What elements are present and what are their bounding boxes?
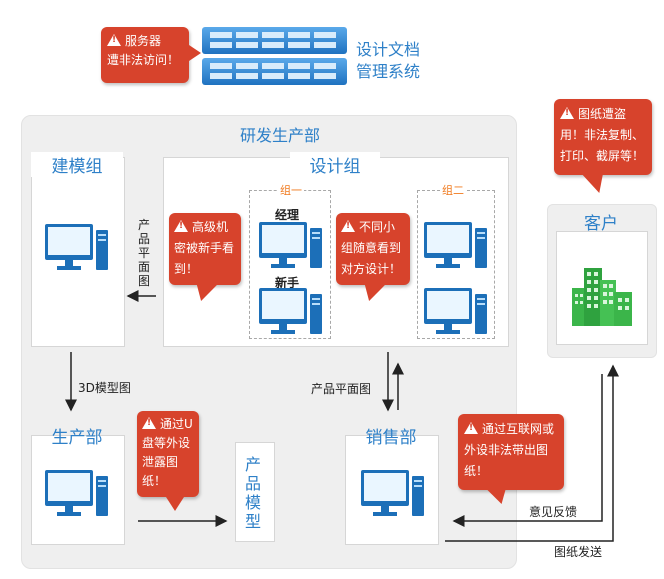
alert-groups: 不同小组随意看到对方设计！ [336, 213, 410, 285]
alert-client: 图纸遭盗用！非法复制、打印、截屏等！ [554, 99, 652, 175]
flow-label-drawing-send: 图纸发送 [554, 545, 603, 559]
server-title-line2: 管理系统 [356, 62, 421, 81]
alert-client-text: 图纸遭盗用！非法复制、打印、截屏等！ [560, 107, 645, 163]
warning-icon [560, 107, 574, 119]
computer-icon-manager [259, 222, 322, 268]
alert-internet: 通过互联网或外设非法带出图纸！ [458, 414, 564, 490]
computer-icon-newbie [259, 288, 322, 334]
computer-icon-production [45, 470, 108, 516]
computer-icon-modeling [45, 224, 108, 270]
warning-icon [107, 34, 121, 46]
flow-label-plan-to-modeling: 产品平面图 [137, 218, 150, 288]
warning-icon [174, 220, 188, 232]
computer-icon-sales [361, 470, 424, 516]
server-alert-line1: 服务器 [125, 34, 162, 48]
alert-internet-text: 通过互联网或外设非法带出图纸！ [464, 422, 555, 478]
design-group-title: 设计组 [290, 152, 380, 177]
alert-usb-tail [166, 497, 184, 511]
arrow-feedback [452, 374, 603, 527]
alert-usb-text: 通过U盘等外设泄露图纸！ [142, 417, 193, 488]
client-title: 客户 [584, 214, 618, 234]
warning-icon [341, 220, 355, 232]
modeling-group-title: 建模组 [31, 152, 123, 177]
flow-label-feedback: 意见反馈 [529, 505, 578, 519]
sales-dept-title: 销售部 [365, 428, 417, 448]
server-alert: 服务器 遭非法访问！ [101, 27, 189, 83]
alert-newbie-text: 高级机密被新手看到！ [174, 220, 235, 276]
server-alert-tail [189, 45, 201, 61]
rd-department-title: 研发生产部 [239, 126, 320, 145]
warning-icon [142, 417, 156, 429]
group2-label: 组二 [440, 182, 466, 198]
manager-label: 经理 [275, 208, 300, 222]
flow-label-3d-model: 3D模型图 [78, 381, 131, 395]
computer-icon-group2-bottom [424, 288, 487, 334]
alert-usb: 通过U盘等外设泄露图纸！ [137, 411, 199, 497]
group1-label: 组一 [278, 182, 304, 198]
flow-label-plan-to-sales: 产品平面图 [311, 382, 372, 396]
product-model-box [235, 442, 275, 542]
building-icon [572, 268, 634, 326]
server-rack-icon [202, 27, 347, 85]
server-alert-line2: 遭非法访问！ [107, 53, 180, 67]
alert-groups-text: 不同小组随意看到对方设计！ [341, 220, 402, 276]
server-title-line1: 设计文档 [356, 40, 421, 59]
warning-icon [464, 422, 478, 434]
product-model-label: 产品模型 [244, 455, 261, 531]
production-dept-title: 生产部 [51, 428, 103, 448]
computer-icon-group2-top [424, 222, 487, 268]
newbie-label: 新手 [275, 276, 300, 290]
arrow-drawing-send [445, 364, 619, 542]
alert-newbie: 高级机密被新手看到！ [169, 213, 241, 285]
